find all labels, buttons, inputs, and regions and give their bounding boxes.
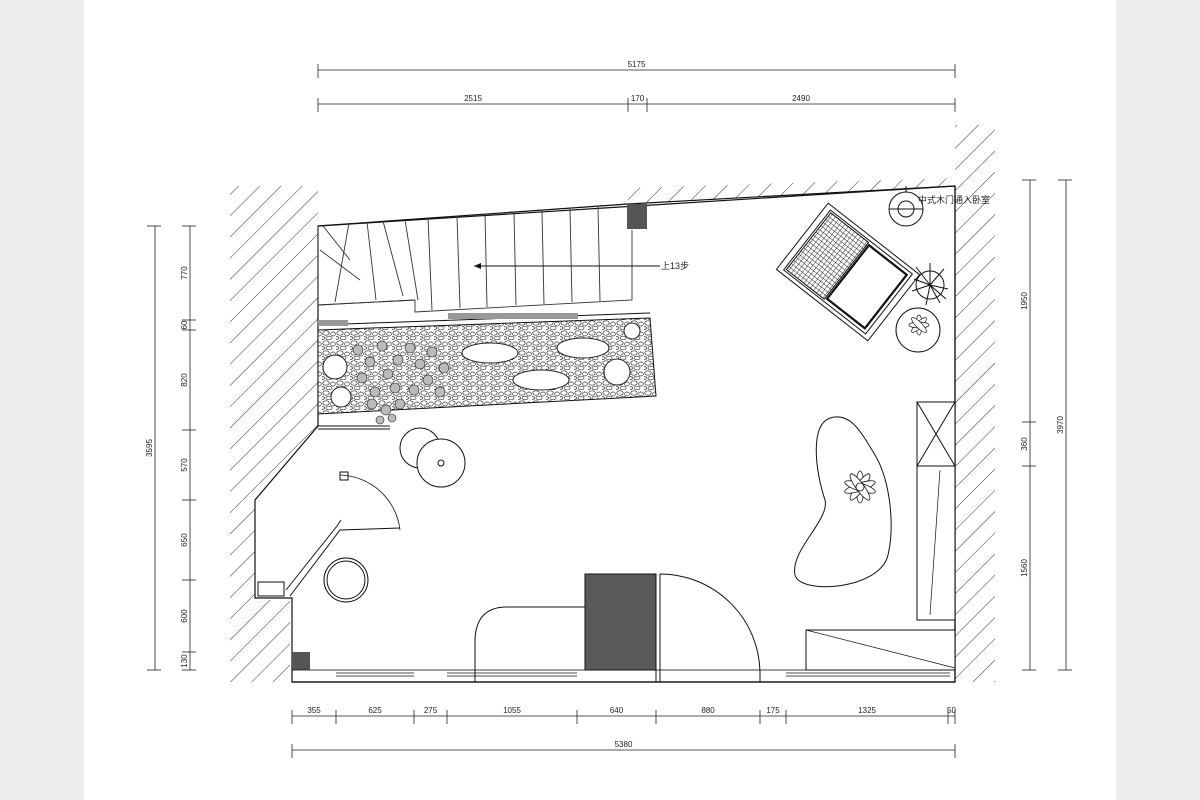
bottom-segment-dim-label: 640 xyxy=(610,706,624,715)
potted-plant-lower xyxy=(895,307,941,353)
staircase xyxy=(317,206,660,313)
left-segment-dim-label: 650 xyxy=(180,533,189,547)
dimension-lines: 5175 2515 170 2490 355 625 275 1055 640 880 175 132… xyxy=(145,60,1072,758)
right-cabinet xyxy=(916,401,956,621)
bottom-segment-dim-label: 50 xyxy=(947,706,956,715)
bottom-windows xyxy=(291,669,956,683)
door-note: 中式木门通入卧室 xyxy=(918,194,990,205)
left-entry xyxy=(254,425,401,599)
bottom-segment-dim-label: 275 xyxy=(424,706,438,715)
bottom-segment-dim-label: 1325 xyxy=(858,706,876,715)
potted-plant-upper xyxy=(911,263,949,306)
bottom-segment-dim-label: 880 xyxy=(701,706,715,715)
round-table-left xyxy=(323,557,369,603)
bottom-fixtures xyxy=(474,573,761,682)
door-symbol-top-right xyxy=(888,186,924,227)
column-top xyxy=(627,204,647,229)
bottom-segment-dim-label: 1055 xyxy=(503,706,521,715)
top-segment-dim-label: 170 xyxy=(631,94,645,103)
room-interior xyxy=(254,185,956,683)
left-overall-dim-label: 3595 xyxy=(145,439,154,457)
left-segment-dim-label: 770 xyxy=(180,266,189,280)
left-segment-dim-label: 600 xyxy=(180,609,189,623)
right-overall-dim-label: 3970 xyxy=(1056,416,1065,434)
kidney-rug xyxy=(794,416,892,588)
top-segment-dim-label: 2490 xyxy=(792,94,810,103)
right-segment-dim-label: 1950 xyxy=(1020,292,1029,310)
exterior-wall-hatch xyxy=(230,125,995,682)
left-segment-dim-label: 570 xyxy=(180,458,189,472)
column-bottom-left xyxy=(292,652,310,670)
round-table-center xyxy=(399,427,466,488)
bottom-segment-dim-label: 175 xyxy=(766,706,780,715)
bottom-segment-dim-label: 625 xyxy=(368,706,382,715)
right-segment-dim-label: 1560 xyxy=(1020,559,1029,577)
pebble-garden xyxy=(317,312,657,425)
lounge-chair xyxy=(775,202,921,342)
stair-note: 上13步 xyxy=(661,261,689,271)
lounge-bench-bottom-right xyxy=(805,629,956,671)
right-segment-dim-label: 360 xyxy=(1020,437,1029,451)
top-overall-dim-label: 5175 xyxy=(628,60,646,69)
left-segment-dim-label: 820 xyxy=(180,373,189,387)
left-segment-dim-label: 130 xyxy=(180,654,189,668)
bottom-overall-dim-label: 5380 xyxy=(615,740,633,749)
top-segment-dim-label: 2515 xyxy=(464,94,482,103)
left-segment-dim-label: 60 xyxy=(180,320,189,329)
bottom-segment-dim-label: 355 xyxy=(307,706,321,715)
